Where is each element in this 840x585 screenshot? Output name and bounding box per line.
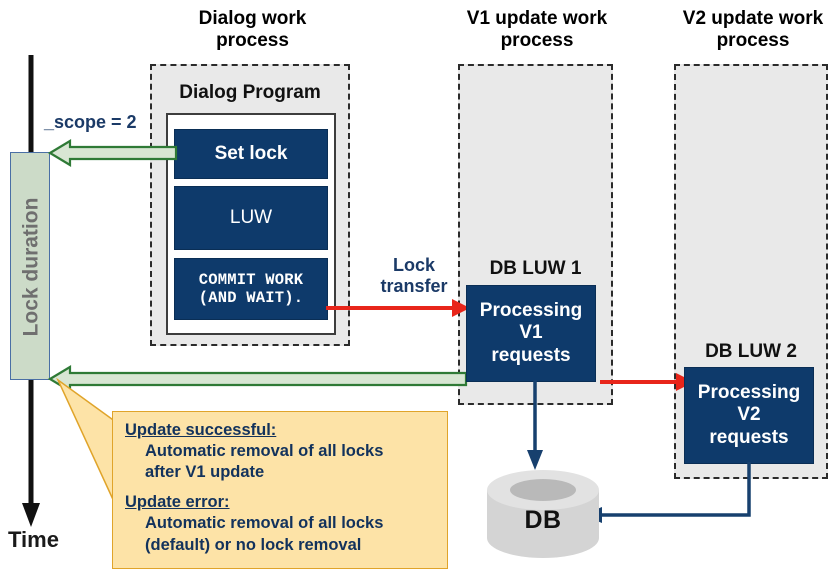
lock-duration-bar: Lock duration <box>10 152 50 380</box>
lock-transfer-arrow <box>326 299 470 317</box>
time-axis-label: Time <box>8 527 59 552</box>
v2-to-db-arrow <box>582 462 751 523</box>
dialog-program-title: Dialog Program <box>179 82 321 103</box>
database-label: DB <box>524 506 562 534</box>
callout-success-heading: Update successful: <box>125 421 277 439</box>
step-commit-work[interactable]: COMMIT WORK (AND WAIT). <box>174 258 328 320</box>
lock-transfer-label: Lock transfer <box>380 255 448 296</box>
step-luw[interactable]: LUW <box>174 186 328 250</box>
callout-error-line1: Automatic removal of all locks <box>145 514 384 533</box>
processing-v2-requests-box[interactable]: Processing V2 requests <box>684 367 814 464</box>
column-title-dialog: Dialog work process <box>198 8 307 51</box>
callout-box: Update successful: Automatic removal of … <box>112 411 448 569</box>
db-luw-2-title: DB LUW 2 <box>705 341 797 362</box>
column-title-v1: V1 update work process <box>466 8 608 51</box>
v1-to-db-arrow <box>527 380 543 470</box>
scope-label: _scope = 2 <box>44 112 137 132</box>
column-title-v2: V2 update work process <box>682 8 824 51</box>
callout-success-line1: Automatic removal of all locks <box>145 442 384 461</box>
callout-error-heading: Update error: <box>125 493 230 512</box>
callout-error-line2: (default) or no lock removal <box>145 535 362 554</box>
processing-v1-requests-box[interactable]: Processing V1 requests <box>466 285 596 382</box>
database-cylinder: DB <box>483 470 603 565</box>
db-luw-1-title: DB LUW 1 <box>489 258 582 279</box>
callout-success-line2: after V1 update <box>145 463 265 482</box>
lock-duration-label: Lock duration <box>19 197 42 337</box>
step-set-lock[interactable]: Set lock <box>174 129 328 179</box>
set-lock-to-lockbar-arrow <box>47 139 178 167</box>
